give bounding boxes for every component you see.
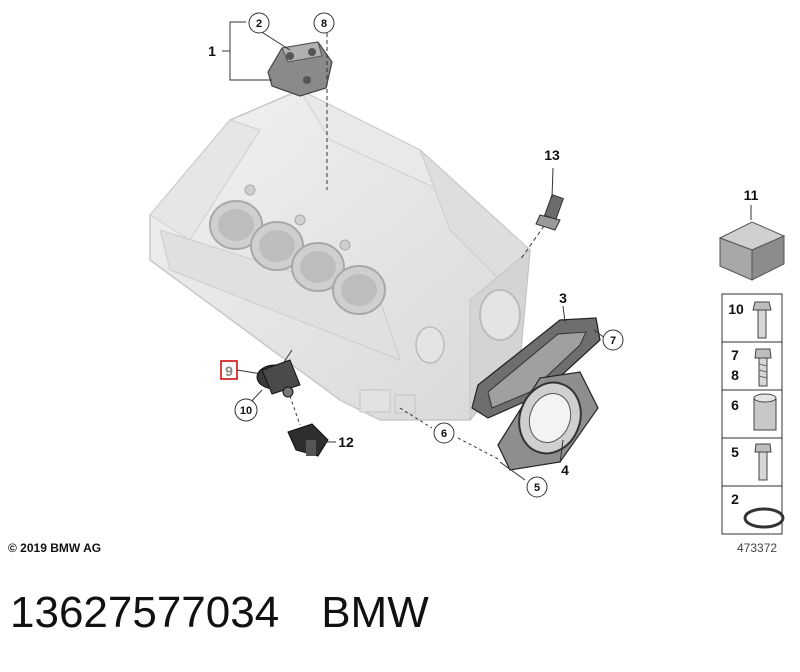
callout-6[interactable]: 6 (433, 422, 455, 444)
gasket-frame-part (471, 317, 601, 419)
seal-housing-part (497, 371, 599, 471)
legend-8-label: 8 (731, 367, 739, 383)
callout-2-label: 2 (256, 18, 262, 30)
legend-bolt-7-8[interactable]: 7 8 (731, 347, 772, 387)
part-number-line: 13627577034 BMW (10, 588, 429, 638)
callout-5-label: 5 (534, 482, 540, 494)
callout-5[interactable]: 5 (526, 476, 548, 498)
part-number: 13627577034 (10, 588, 280, 637)
callout-9-label: 9 (225, 363, 233, 379)
callout-3-label[interactable]: 3 (559, 290, 567, 306)
legend-2-label: 2 (731, 491, 739, 507)
callout-7[interactable]: 7 (602, 329, 624, 351)
legend-10-label: 10 (728, 301, 744, 317)
callout-2[interactable]: 2 (248, 12, 270, 34)
cylinder-bores (209, 200, 386, 315)
callout-8-label: 8 (321, 18, 327, 30)
legend-bolt-10[interactable]: 10 (728, 301, 772, 339)
legend-5-label: 5 (731, 444, 739, 460)
legend-bolt-5[interactable]: 5 (731, 443, 772, 481)
legend-6-label: 6 (731, 397, 739, 413)
diagram-number: 473372 (737, 541, 778, 555)
bracket-part (267, 41, 333, 97)
connector-part (287, 423, 329, 457)
callout-11-label[interactable]: 11 (744, 187, 759, 203)
callout-7-label: 7 (610, 335, 616, 347)
legend-sleeve-6[interactable]: 6 (731, 393, 777, 431)
callout-10[interactable]: 10 (234, 398, 258, 422)
callout-6-label: 6 (441, 428, 447, 440)
callout-13-label[interactable]: 13 (544, 147, 560, 163)
brand-name: BMW (321, 588, 429, 637)
callout-4-label[interactable]: 4 (561, 462, 569, 478)
legend-7-label: 7 (731, 347, 739, 363)
engine-block (149, 88, 531, 422)
callout-10-label: 10 (240, 405, 252, 417)
sensor-part (535, 193, 565, 231)
callout-12-label[interactable]: 12 (338, 434, 354, 450)
legend-ring-2[interactable]: 2 (731, 491, 785, 529)
copyright-notice: © 2019 BMW AG (8, 541, 102, 555)
callout-9-highlighted[interactable]: 9 (220, 360, 238, 380)
knock-sensor-part (256, 359, 301, 398)
callout-1-label[interactable]: 1 (208, 43, 216, 59)
callout-8[interactable]: 8 (313, 12, 335, 34)
part-11-block (718, 205, 786, 281)
